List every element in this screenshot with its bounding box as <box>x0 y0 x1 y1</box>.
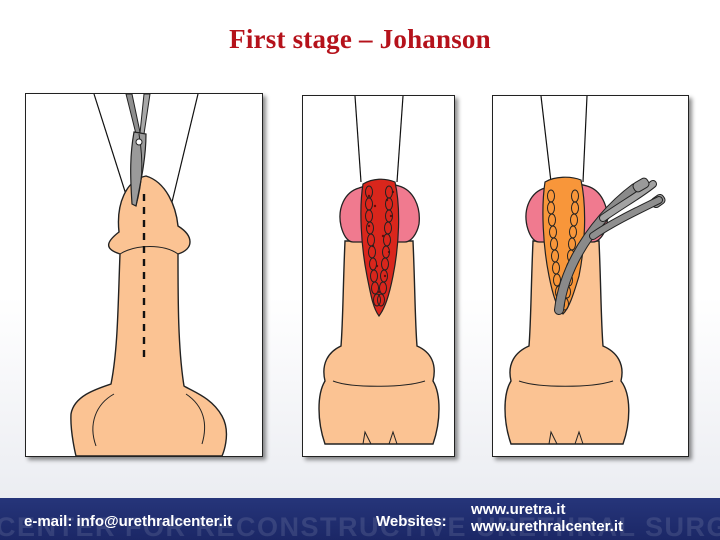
fold-line-right <box>185 393 206 445</box>
corona-line <box>119 246 179 255</box>
slide-title: First stage – Johanson <box>229 24 491 54</box>
suture-chain-right <box>377 185 393 307</box>
footer-websites-label: Websites: <box>376 513 447 530</box>
retraction-thread-right <box>396 96 404 183</box>
illustration-panel-sutured <box>302 95 455 457</box>
base-marks <box>362 430 398 445</box>
retraction-thread-right <box>582 96 588 183</box>
fold-line <box>92 393 115 447</box>
illustration-panel-catheter <box>492 95 689 457</box>
incision-illustration <box>70 94 228 456</box>
anatomy-shape <box>504 240 630 445</box>
illustration-panel-incision <box>25 93 263 457</box>
mucosa-strip <box>360 178 400 318</box>
sutured-illustration <box>318 96 440 445</box>
footer-website-link[interactable]: www.urethralcenter.it <box>471 518 623 535</box>
retraction-thread-left <box>540 96 552 183</box>
fold-line <box>518 380 614 387</box>
fold-line <box>332 380 426 387</box>
footer-website-link[interactable]: www.uretra.it <box>471 501 566 518</box>
catheter-illustration <box>504 96 666 445</box>
anatomy-shape <box>318 240 440 445</box>
base-marks <box>548 430 584 445</box>
scissors-icon <box>125 94 151 207</box>
anatomy-shape <box>70 175 228 456</box>
footer-bar: CENTER FOR RECONSTRUCTIVE URETHRAL SURGE… <box>0 498 720 540</box>
footer-watermark: CENTER FOR RECONSTRUCTIVE URETHRAL SURGE… <box>0 512 720 540</box>
retraction-thread-left <box>93 94 130 205</box>
retraction-thread-right <box>171 94 199 203</box>
footer-email[interactable]: e-mail: info@urethralcenter.it <box>24 513 233 530</box>
catheter-icon <box>554 177 666 315</box>
retraction-thread-left <box>354 96 362 183</box>
suture-chain-left <box>365 185 381 307</box>
